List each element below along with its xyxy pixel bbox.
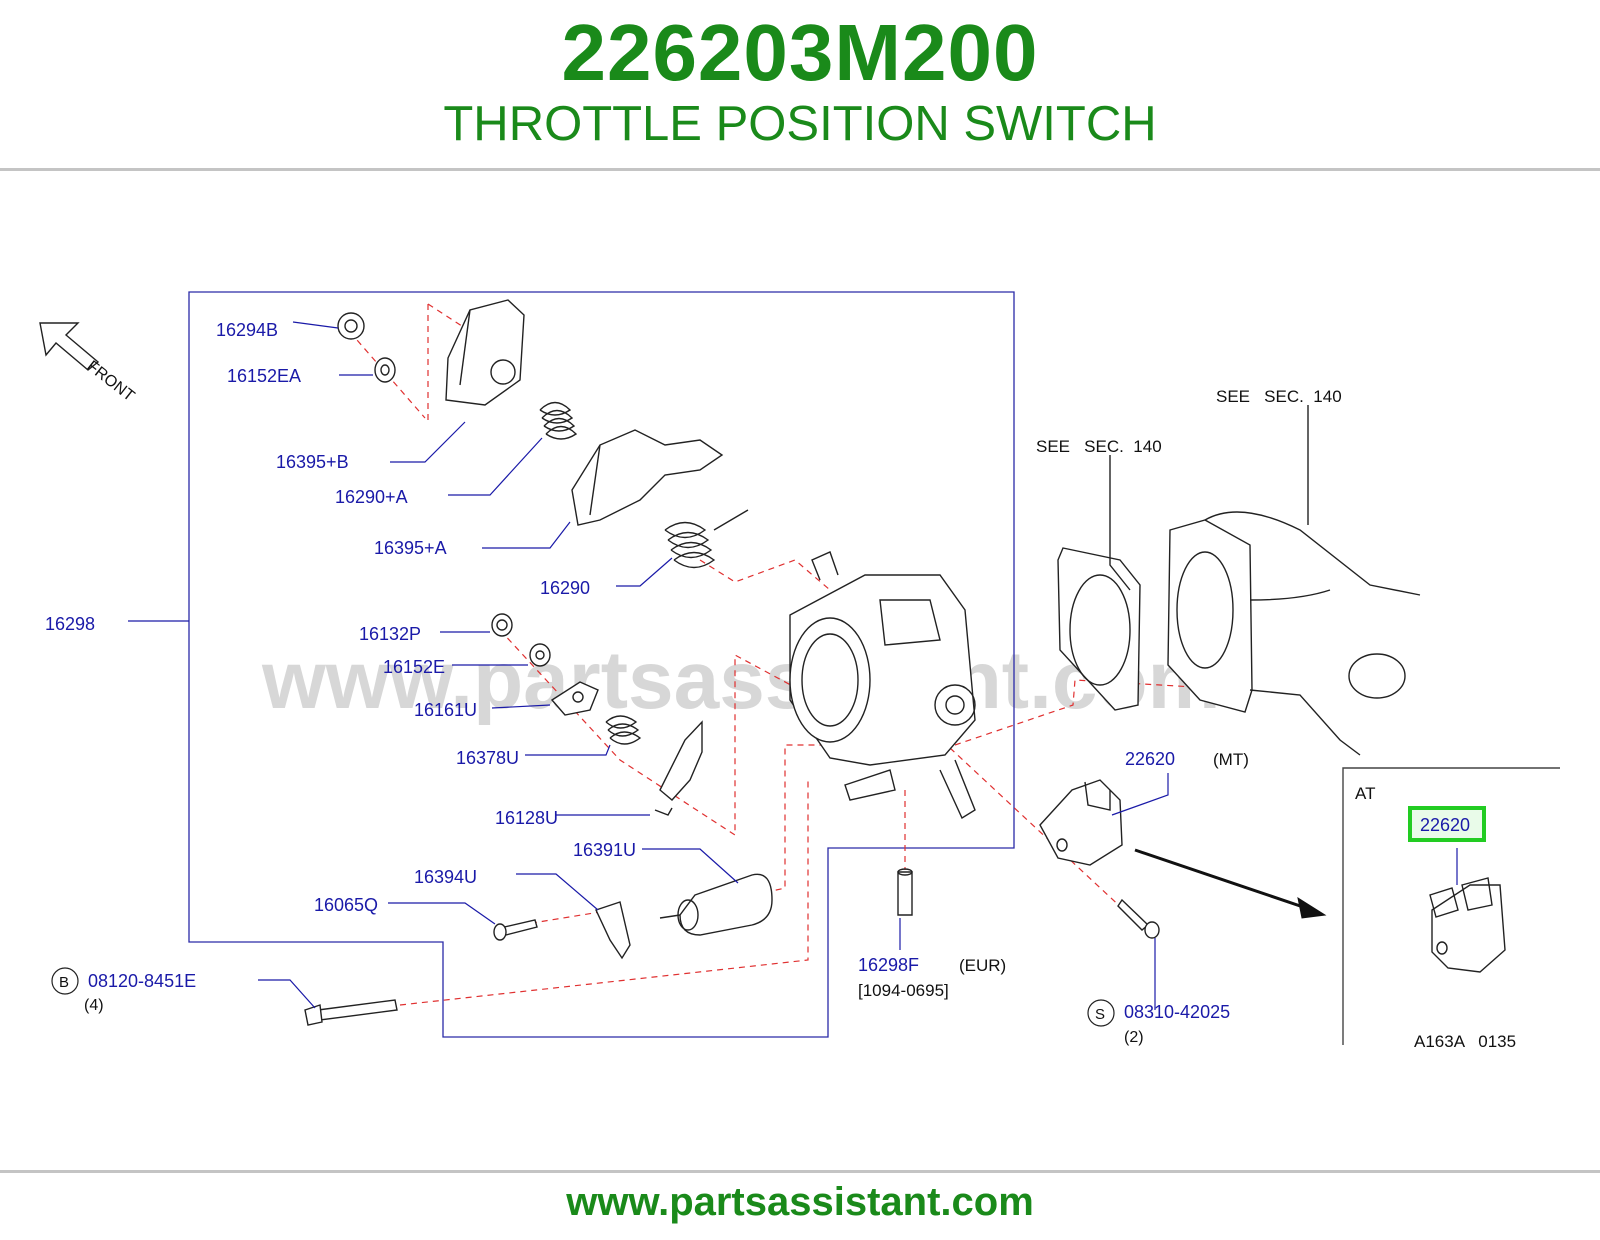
nut-16294b (337, 312, 365, 340)
callout-22620-at[interactable]: 22620 (1420, 815, 1470, 835)
callout-16290[interactable]: 16290 (540, 578, 590, 598)
spring-16290 (664, 509, 749, 569)
s-marker: S (1095, 1006, 1105, 1023)
note-date-range: [1094-0695] (858, 981, 949, 1000)
throttle-body (789, 551, 976, 820)
screw-08310 (1117, 898, 1160, 939)
qty-4: (4) (84, 997, 104, 1014)
bolt-08120 (304, 999, 398, 1026)
callout-16378u[interactable]: 16378U (456, 748, 519, 768)
see-sec-140-manifold: SEE SEC. 140 (1216, 387, 1342, 406)
spring-16395b (539, 401, 578, 440)
callout-16152e[interactable]: 16152E (383, 657, 445, 677)
note-eur: (EUR) (959, 956, 1006, 975)
callout-16128u[interactable]: 16128U (495, 808, 558, 828)
spring-16378u (605, 715, 642, 745)
note-mt: (MT) (1213, 750, 1249, 769)
footer-url[interactable]: www.partsassistant.com (566, 1180, 1034, 1224)
b-marker: B (59, 974, 69, 991)
at-inset-frame (1342, 767, 1560, 1045)
callout-16065q[interactable]: 16065Q (314, 895, 378, 915)
callout-16152ea[interactable]: 16152EA (227, 366, 301, 386)
sleeve-16298f (897, 868, 913, 916)
callout-16161u[interactable]: 16161U (414, 700, 477, 720)
callout-08120[interactable]: 08120-8451E (88, 971, 196, 991)
assembly-lines (349, 303, 1246, 1006)
callout-22620-mt[interactable]: 22620 (1125, 749, 1175, 769)
assembly-frame (188, 291, 1015, 1038)
callout-16395b[interactable]: 16395+B (276, 452, 349, 472)
tps-at (1429, 877, 1506, 973)
callout-16394u[interactable]: 16394U (414, 867, 477, 887)
callout-16395a[interactable]: 16395+A (374, 538, 447, 558)
throttle-drum (445, 299, 525, 406)
page-header: 226203M200 THROTTLE POSITION SWITCH (0, 0, 1600, 168)
callout-16132p[interactable]: 16132P (359, 624, 421, 644)
bracket-16394u (595, 901, 631, 960)
diagram-code: A163A 0135 (1414, 1032, 1516, 1051)
see-sec-140-gasket: SEE SEC. 140 (1036, 437, 1162, 456)
lever-16128u (654, 720, 703, 816)
header-divider (0, 168, 1600, 171)
front-arrow-icon (39, 322, 100, 371)
actuator-16391u (659, 873, 773, 936)
nut-16132p (491, 613, 513, 637)
callout-16298f[interactable]: 16298F (858, 955, 919, 975)
part-name: THROTTLE POSITION SWITCH (443, 97, 1157, 151)
washer-16152e (529, 643, 551, 667)
callout-16290a[interactable]: 16290+A (335, 487, 408, 507)
parts-diagram: www.partsassistant.com FRONT (39, 291, 1560, 1051)
qty-2: (2) (1124, 1029, 1144, 1046)
part-number: 226203M200 (561, 8, 1039, 97)
b-marker-icon (51, 967, 79, 995)
footer-divider (0, 1170, 1600, 1173)
callout-16294b[interactable]: 16294B (216, 320, 278, 340)
callout-08310[interactable]: 08310-42025 (1124, 1002, 1230, 1022)
front-label: FRONT (84, 358, 138, 405)
lever-16290a (571, 429, 724, 526)
callout-16298[interactable]: 16298 (45, 614, 95, 634)
screw-16065q (493, 919, 538, 941)
washer-16152ea (374, 357, 396, 383)
s-marker-icon (1087, 999, 1115, 1027)
arrow-to-at-icon (1134, 848, 1327, 919)
intake-manifold (1167, 511, 1421, 756)
callout-16391u[interactable]: 16391U (573, 840, 636, 860)
gasket (1057, 547, 1141, 711)
plate-16161u (550, 681, 599, 716)
leader-lines (128, 321, 1458, 1010)
note-at: AT (1355, 784, 1375, 803)
highlight-box (1408, 806, 1486, 842)
tps-mt (1039, 779, 1123, 866)
